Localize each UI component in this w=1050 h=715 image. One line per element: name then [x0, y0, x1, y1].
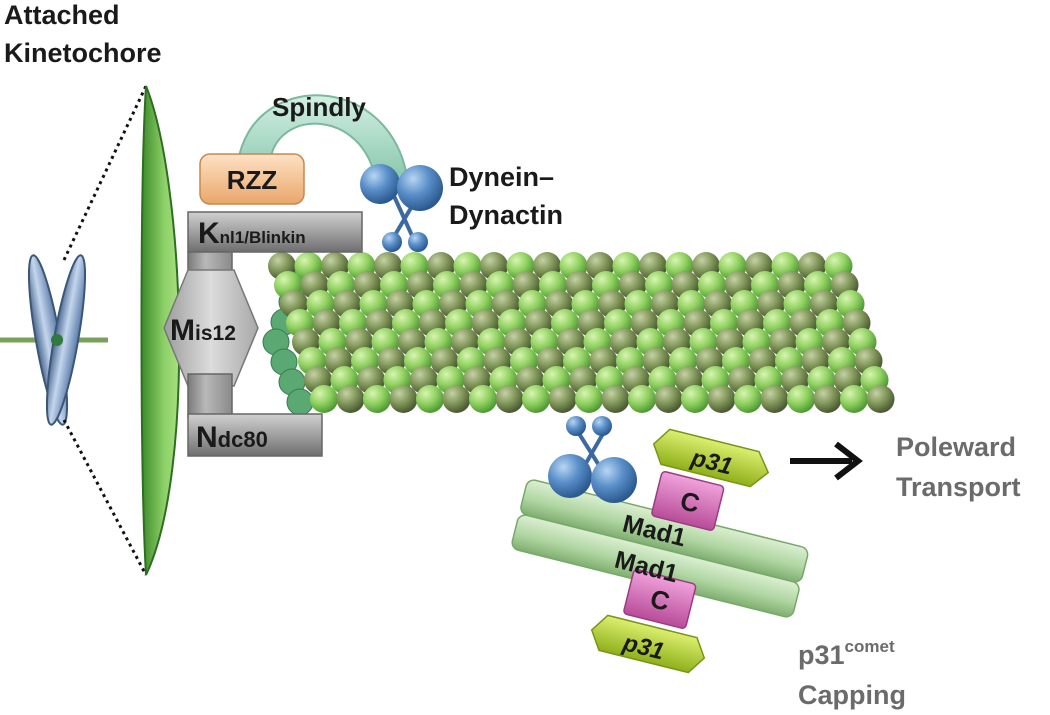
tubulin-subunit	[866, 385, 895, 413]
tubulin-subunit	[760, 385, 789, 413]
tubulin-subunit	[522, 385, 550, 413]
tubulin-subunit	[813, 385, 842, 413]
dynein-line: Dynein–	[449, 162, 555, 192]
spindly-label: Spindly	[272, 92, 366, 122]
dynein-motor-icon	[548, 416, 637, 503]
ndc80-box	[187, 413, 323, 457]
tubulin-subunit	[286, 388, 314, 416]
ndc80-label: Ndc80	[196, 421, 268, 454]
tubulin-subunit	[707, 385, 736, 413]
tubulin-subunit	[840, 385, 868, 413]
chromosome-icon	[0, 254, 108, 426]
zoom-lines	[62, 85, 148, 576]
tubulin-subunit	[310, 385, 338, 413]
dynactin-line: Dynactin	[449, 200, 564, 230]
tubulin-subunit	[681, 385, 709, 413]
kinetochore-plate	[140, 85, 181, 576]
mad1-complex	[511, 428, 809, 674]
tubulin-subunit	[442, 385, 471, 413]
tubulin-subunit	[389, 385, 418, 413]
tubulin-subunit	[654, 385, 683, 413]
tubulin-subunit	[336, 385, 365, 413]
tubulin-subunit	[601, 385, 630, 413]
dynein-motor-icon	[360, 164, 443, 252]
tubulin-subunit	[628, 385, 656, 413]
p31-bottom-arrow	[590, 614, 706, 674]
transport-line: Transport	[896, 472, 1021, 502]
poleward-line: Poleward	[896, 432, 1017, 462]
knl1-box	[187, 211, 363, 253]
arrow-right-icon	[790, 441, 863, 481]
p31-comet-capping-label: p31comet Capping	[798, 635, 906, 715]
ndc80-stem	[187, 373, 233, 419]
dynein-dynactin-label: Dynein– Dynactin	[449, 158, 563, 234]
c-box-bottom	[623, 569, 697, 629]
tubulin-subunit	[495, 385, 524, 413]
attached-kinetochore-line2: Kinetochore	[4, 38, 162, 68]
capping-line: Capping	[798, 680, 906, 710]
p31-top-arrow	[652, 428, 770, 488]
mis12-hexagon	[163, 269, 259, 387]
poleward-transport-label: Poleward Transport	[896, 427, 1021, 507]
tubulin-subunit	[416, 385, 444, 413]
mis12-label: Mis12	[170, 314, 236, 347]
knl1-label: Knl1/Blinkin	[198, 217, 306, 250]
p31-comet-sup: comet	[844, 637, 895, 656]
attached-kinetochore-label: Attached Kinetochore	[4, 0, 162, 72]
rzz-box	[199, 153, 305, 205]
tubulin-subunit	[363, 385, 391, 413]
microtubule	[262, 252, 895, 416]
p31-comet-base: p31	[798, 640, 845, 670]
rzz-label: RZZ	[227, 165, 278, 195]
c-box-top	[651, 471, 725, 531]
tubulin-subunit	[548, 385, 577, 413]
tubulin-subunit	[787, 385, 815, 413]
p31-comet-line: p31comet	[798, 635, 906, 675]
attached-kinetochore-line1: Attached	[4, 0, 120, 30]
tubulin-subunit	[575, 385, 603, 413]
kinetochore-scaffold	[163, 211, 363, 457]
tubulin-subunit	[734, 385, 762, 413]
tubulin-subunit	[469, 385, 497, 413]
